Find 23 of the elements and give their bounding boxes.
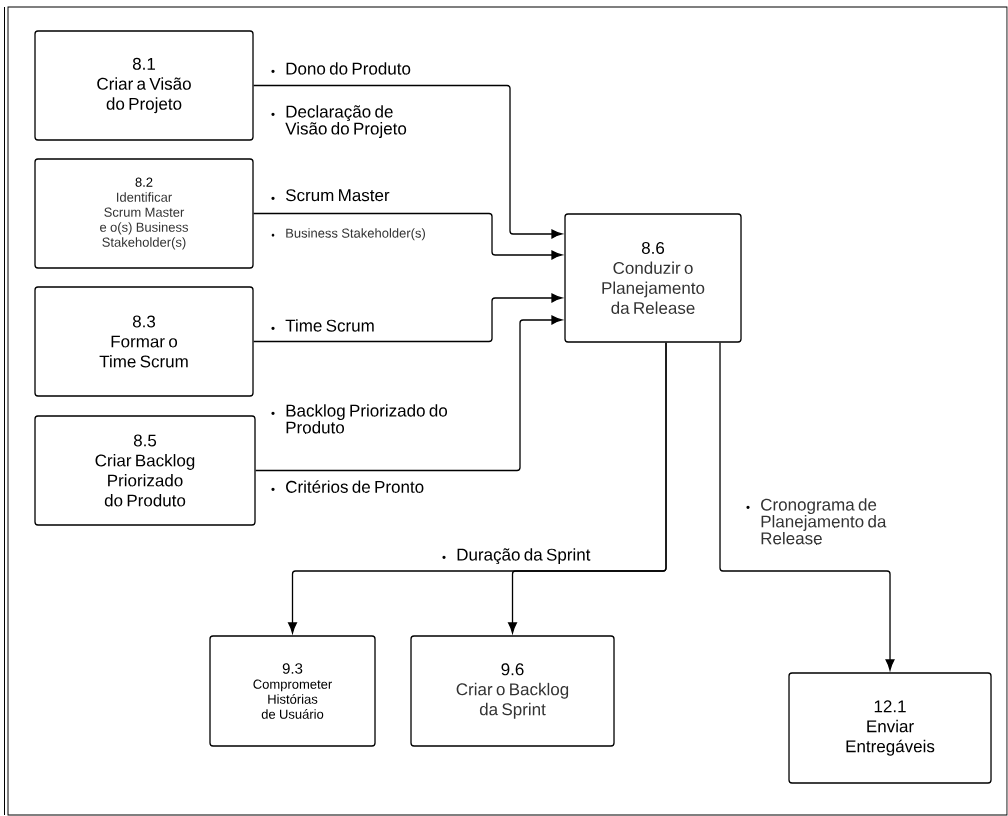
arrow xyxy=(253,84,563,239)
arrow xyxy=(253,293,563,343)
note-text: Declaração de Visão do Projeto xyxy=(285,105,407,138)
process-box: 9.6 Criar o Backlog da Sprint xyxy=(410,635,615,747)
process-box: 8.1 Criar a Visão do Projeto xyxy=(34,30,254,141)
process-box: 8.5 Criar Backlog Priorizado do Produto xyxy=(34,415,256,526)
arrow xyxy=(719,342,895,671)
edge-label: Time Scrum xyxy=(285,319,374,332)
edge-label: Duração da Sprint xyxy=(457,548,591,565)
arrow xyxy=(253,212,563,260)
arrow xyxy=(288,342,667,634)
edge-label: Dono do Produto xyxy=(286,62,411,75)
process-box: 8.3 Formar o Time Scrum xyxy=(34,286,254,397)
edge-label: Scrum Master xyxy=(285,189,390,202)
edge-label: Cronograma de Planejamento da Release xyxy=(761,498,887,545)
process-box: 12.1 Enviar Entregáveis xyxy=(788,672,992,784)
arrow xyxy=(255,315,563,472)
note-text: Critérios de Pronto xyxy=(286,480,424,493)
process-box: 8.6 Conduzir o Planejamento da Release xyxy=(564,213,742,343)
note-text: Business Stakeholder(s) xyxy=(286,228,425,241)
edge-label: Backlog Priorizado do Produto xyxy=(286,404,448,434)
process-box: 9.3 Comprometer Histórias de Usuário xyxy=(209,635,376,747)
process-box: 8.2 Identificar Scrum Master e o(s) Business Stakeholder(s) xyxy=(34,158,254,269)
